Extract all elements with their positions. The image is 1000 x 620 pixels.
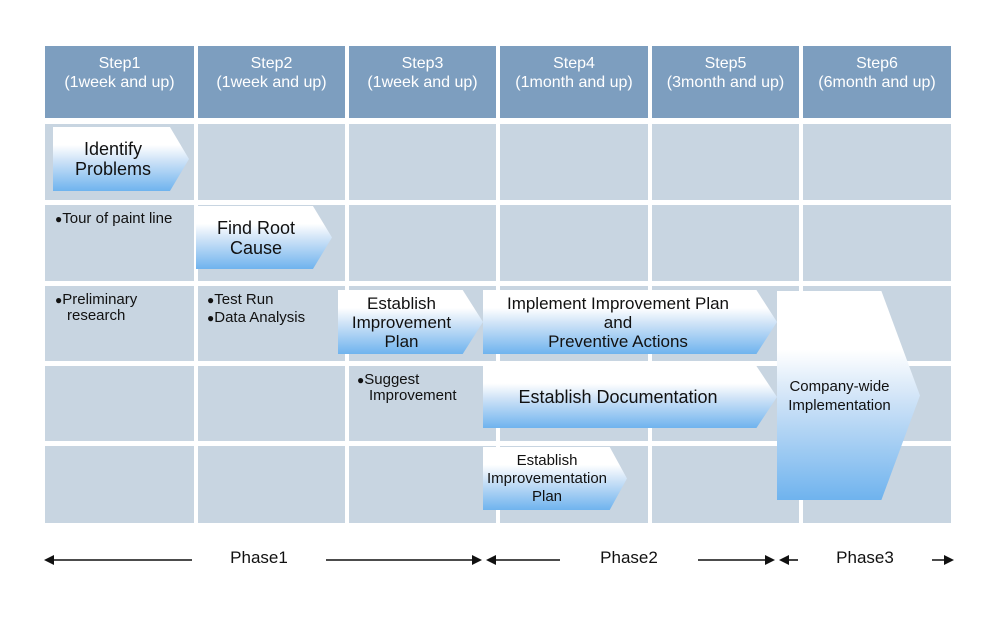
- bullet: ●: [55, 293, 63, 307]
- step-header-5: Step5 (3month and up): [652, 46, 799, 118]
- arrowhead: [44, 555, 54, 565]
- task-line: Problems: [74, 159, 152, 179]
- step-name: Step2: [250, 55, 293, 72]
- task-line: Establish Documentation: [518, 387, 718, 407]
- step-name: Step1: [98, 55, 141, 72]
- bullet: ●: [55, 212, 63, 226]
- grid-cell: [652, 205, 799, 281]
- note-preliminary: ●Preliminary research: [55, 292, 137, 324]
- task-line: Plan: [531, 487, 563, 505]
- arrowhead: [472, 555, 482, 565]
- grid-cell: [652, 124, 799, 200]
- grid-cell: [198, 286, 345, 361]
- grid-cell: [349, 366, 496, 441]
- step-duration: (1week and up): [367, 74, 478, 91]
- note-test-run: ●Test Run: [207, 292, 273, 308]
- grid-cell: [652, 446, 799, 523]
- step-duration: (6month and up): [818, 74, 936, 91]
- phase2-label: Phase2: [600, 548, 658, 567]
- note-text: Tour of paint line: [62, 210, 173, 227]
- grid-cell: [45, 286, 194, 361]
- task-line: Cause: [229, 237, 282, 258]
- step-duration: (3month and up): [666, 74, 785, 91]
- bullet: ●: [357, 373, 365, 387]
- grid-cell: [45, 446, 194, 523]
- step-header-4: Step4 (1month and up): [500, 46, 648, 118]
- step-header-6: Step6 (6month and up): [803, 46, 951, 118]
- grid-cell: [45, 366, 194, 441]
- step-duration: (1week and up): [64, 74, 175, 91]
- task-line: Preventive Actions: [548, 331, 688, 351]
- task-line: Improvement: [351, 312, 452, 332]
- grid-cell: [45, 205, 194, 281]
- arrowhead: [944, 555, 954, 565]
- step-header-2: Step2 (1week and up): [198, 46, 345, 118]
- note-data-analysis: ●Data Analysis: [207, 310, 305, 326]
- grid-cell: [349, 446, 496, 523]
- task-establish-documentation: Establish Documentation: [483, 366, 777, 428]
- task-line: Implement Improvement Plan: [506, 293, 730, 313]
- phase3-label: Phase3: [836, 548, 894, 567]
- arrowhead: [779, 555, 789, 565]
- task-line: Establish: [367, 293, 436, 313]
- bullet: ●: [207, 293, 215, 307]
- step-name: Step6: [856, 55, 898, 72]
- bullet: ●: [207, 311, 215, 325]
- grid-cell: [500, 124, 648, 200]
- task-line: and: [603, 312, 633, 332]
- note-text: Data Analysis: [214, 309, 306, 326]
- arrowhead: [486, 555, 496, 565]
- grid-cell: [500, 205, 648, 281]
- task-line: Establish: [516, 451, 578, 469]
- grid-cell: [198, 124, 345, 200]
- note-tour: ●Tour of paint line: [55, 211, 172, 227]
- step-header-3: Step3 (1week and up): [349, 46, 496, 118]
- task-line: Implementation: [788, 396, 891, 414]
- task-line: Find Root: [216, 217, 296, 238]
- note-text: research: [67, 307, 126, 324]
- phase1-label: Phase1: [230, 548, 288, 567]
- step-name: Step5: [704, 55, 747, 72]
- grid-cell: [803, 205, 951, 281]
- step-duration: (1month and up): [515, 74, 633, 91]
- step-duration: (1week and up): [216, 74, 327, 91]
- task-line: Plan: [384, 331, 419, 351]
- task-line: Improvementation: [486, 469, 608, 487]
- note-text: Test Run: [214, 291, 274, 308]
- task-line: Company-wide: [789, 377, 890, 395]
- note-suggest: ●Suggest Improvement: [357, 372, 457, 404]
- step-name: Step3: [401, 55, 444, 72]
- arrowhead: [765, 555, 775, 565]
- grid-cell: [198, 446, 345, 523]
- grid-cell: [198, 366, 345, 441]
- step-name: Step4: [553, 55, 595, 72]
- grid-cell: [803, 124, 951, 200]
- grid-cell: [349, 205, 496, 281]
- task-line: Identify: [83, 139, 143, 159]
- step-header-1: Step1 (1week and up): [45, 46, 194, 118]
- grid-cell: [349, 124, 496, 200]
- note-text: Improvement: [369, 387, 457, 404]
- note-text: Preliminary: [62, 291, 138, 308]
- note-text: Suggest: [364, 371, 420, 388]
